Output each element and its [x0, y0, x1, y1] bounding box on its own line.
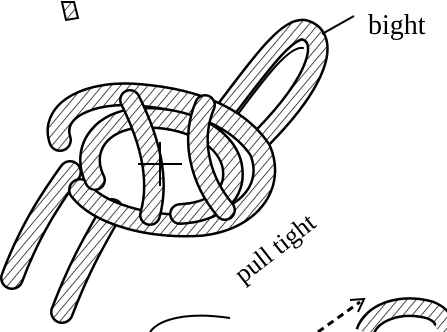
rope-end-top [62, 2, 78, 20]
knot-body [58, 94, 264, 225]
bight-label: bight [368, 12, 426, 40]
bight-pointer [322, 16, 354, 34]
lower-rope [150, 307, 444, 332]
